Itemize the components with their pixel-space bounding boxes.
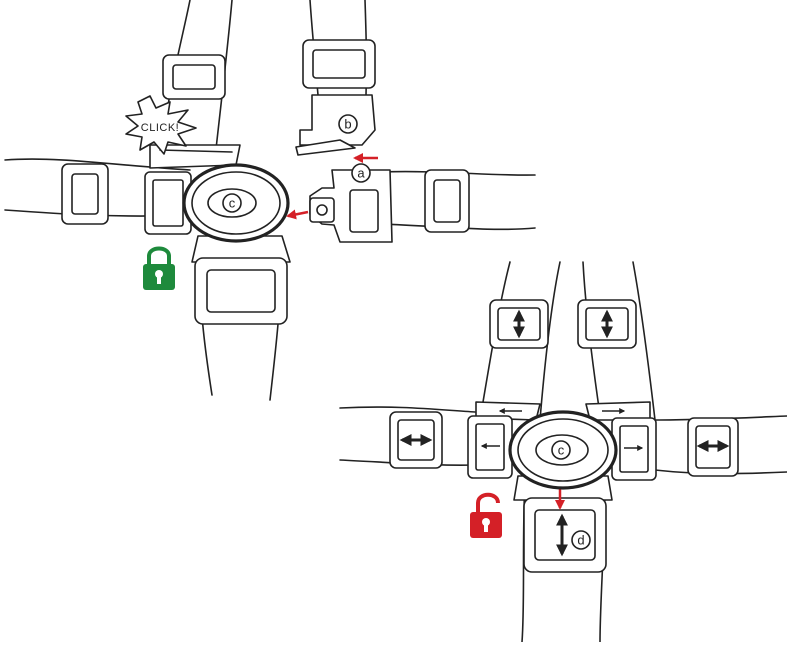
padlock-closed-icon	[143, 246, 175, 290]
label-c-bottom: c	[558, 443, 565, 458]
label-c-top: c	[229, 196, 236, 211]
click-text: CLICK!	[141, 122, 179, 134]
adjust-harness: d c	[339, 261, 787, 643]
label-a: a	[357, 166, 365, 181]
padlock-open-icon	[470, 492, 502, 538]
red-arrow-c	[286, 209, 309, 220]
buckle-tongue-b	[295, 139, 356, 156]
locked-harness: b a c CLICK!	[4, 0, 536, 401]
label-d: d	[577, 533, 584, 548]
label-b: b	[344, 117, 351, 132]
click-burst	[125, 95, 197, 155]
